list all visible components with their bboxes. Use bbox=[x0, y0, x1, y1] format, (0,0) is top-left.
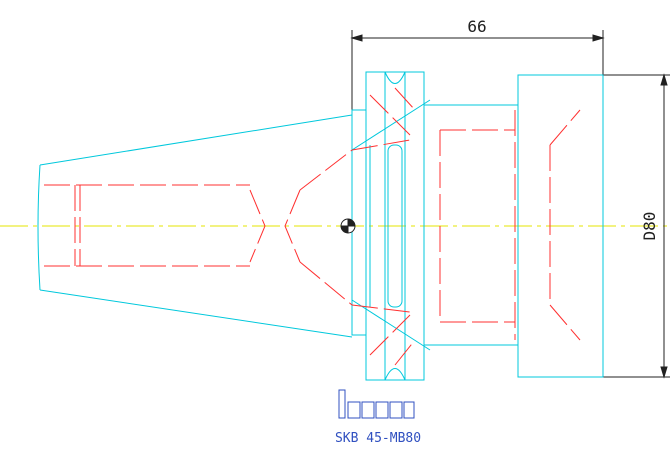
dimension-diameter-label: D80 bbox=[640, 212, 659, 241]
dimension-diameter bbox=[603, 73, 670, 379]
dimension-length-label: 66 bbox=[467, 17, 486, 36]
part-code-caption: SKB 45-MB80 bbox=[335, 431, 421, 446]
brand-logo bbox=[338, 389, 415, 419]
tool-outline bbox=[37, 71, 604, 381]
dimension-length bbox=[350, 30, 605, 120]
hidden-lines bbox=[44, 87, 581, 366]
centre-mark bbox=[340, 218, 356, 234]
